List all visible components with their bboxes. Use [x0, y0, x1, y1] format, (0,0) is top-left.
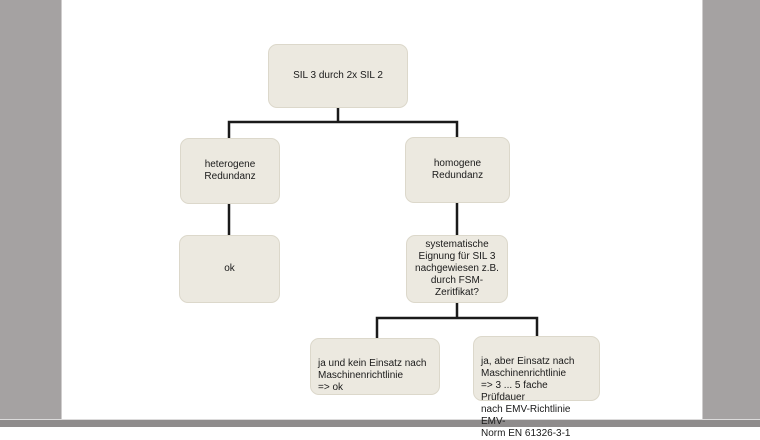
flow-node-label: ok — [224, 263, 235, 274]
flow-node-label: systematische Eignung für SIL 3 nachgewi… — [415, 239, 499, 298]
left-gutter — [0, 0, 62, 420]
bottom-bar — [0, 419, 760, 427]
right-gutter — [702, 0, 760, 420]
flow-node-label: ja und kein Einsatz nach Maschinenrichtl… — [318, 358, 427, 393]
flow-node-sil3-root: SIL 3 durch 2x SIL 2 — [268, 44, 408, 108]
flow-node-heterogene-redundanz: heterogene Redundanz — [180, 138, 280, 204]
flow-node-ok: ok — [179, 235, 280, 303]
flow-node-einsatz-maschinenrichtlinie: ja, aber Einsatz nach Maschinenrichtlini… — [473, 336, 600, 439]
flow-node-label: SIL 3 durch 2x SIL 2 — [293, 70, 383, 81]
flow-node-label: homogene Redundanz — [431, 158, 484, 181]
flow-node-kein-einsatz-maschinenrichtlinie: ja und kein Einsatz nach Maschinenrichtl… — [310, 338, 440, 395]
flow-node-systematische-eignung: systematische Eignung für SIL 3 nachgewi… — [406, 235, 508, 303]
flow-node-label: heterogene Redundanz — [204, 159, 256, 182]
flow-node-homogene-redundanz: homogene Redundanz — [405, 137, 510, 203]
